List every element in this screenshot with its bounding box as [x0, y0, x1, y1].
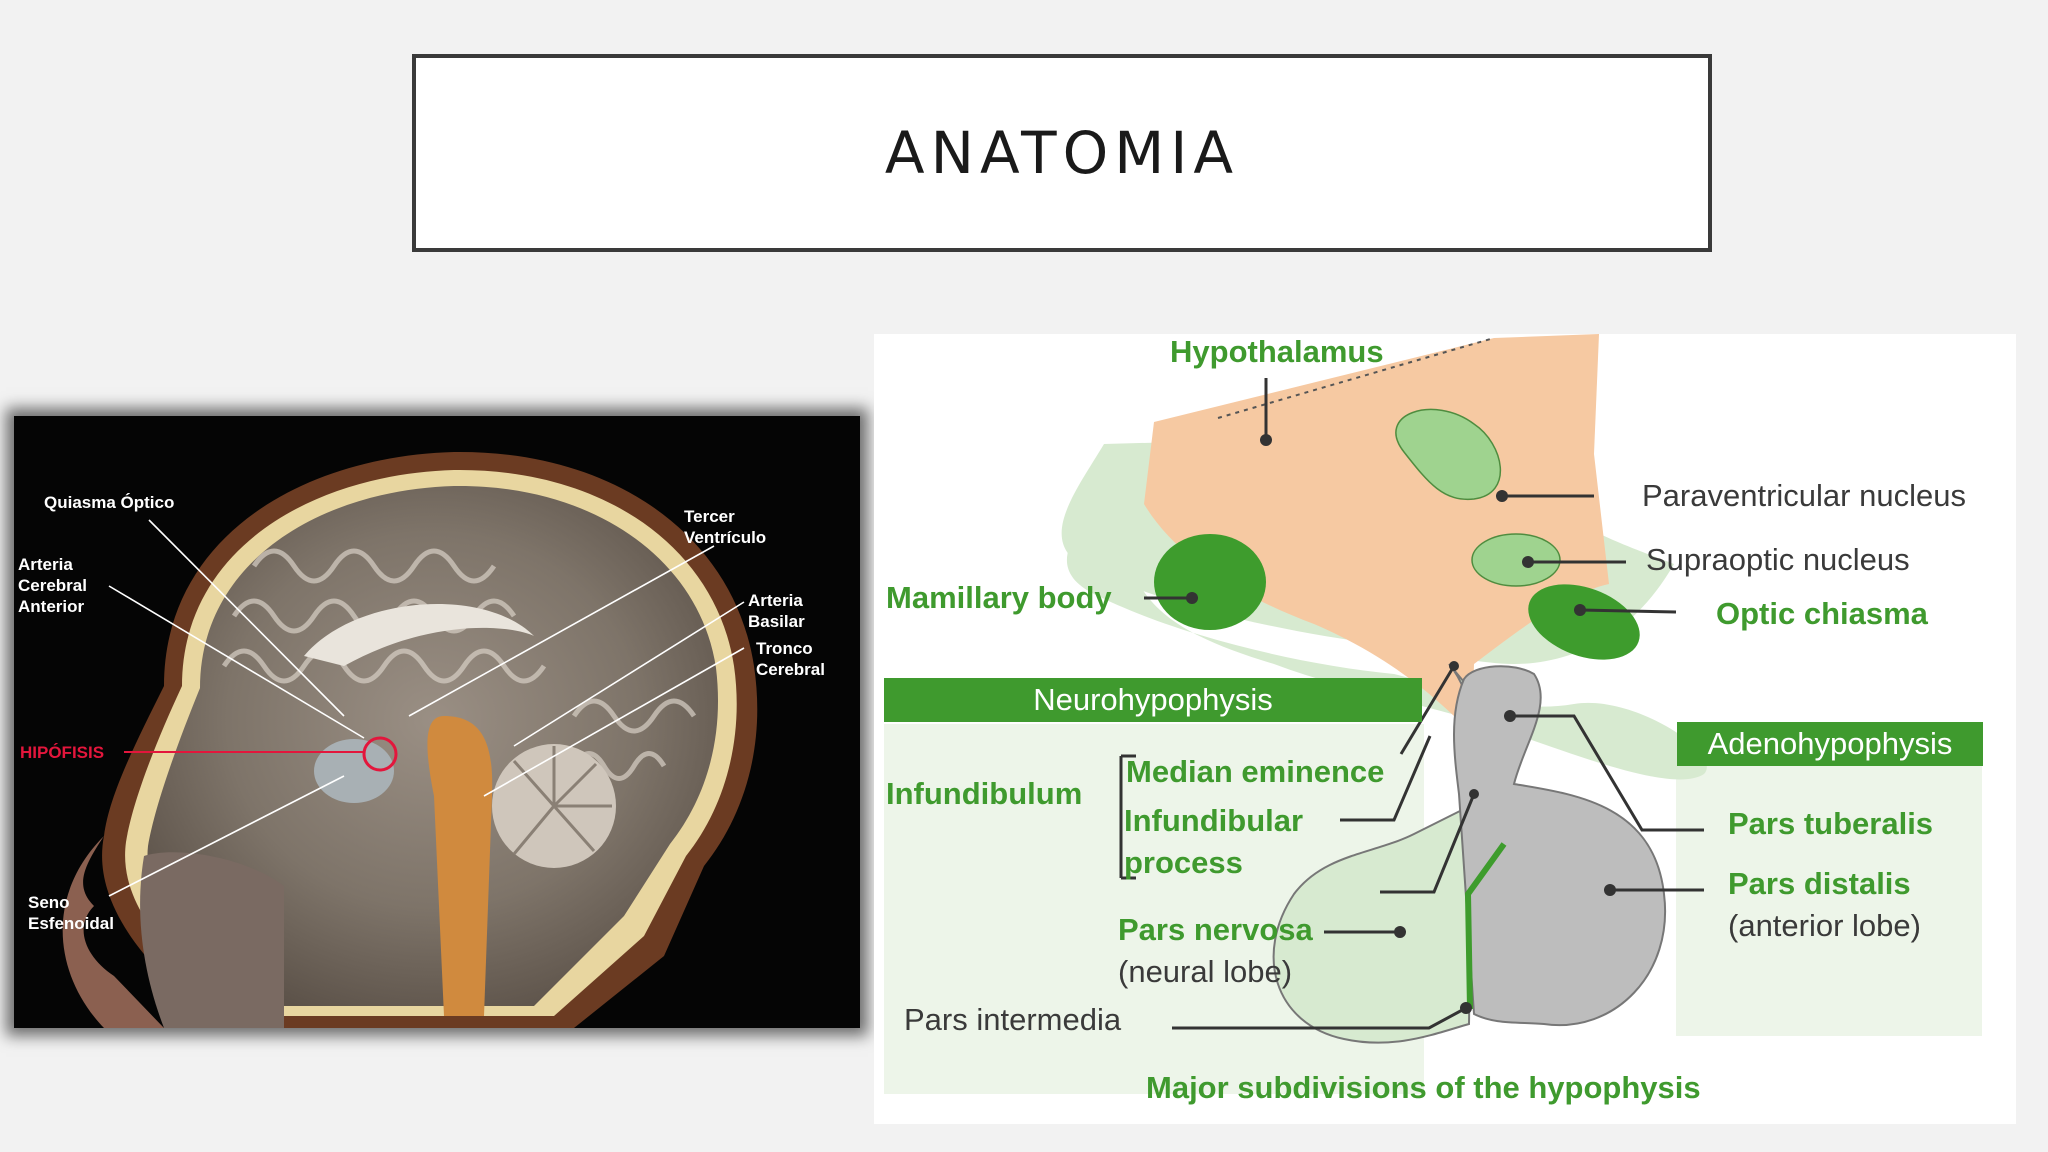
mri-label-tercer-ventriculo: Tercer Ventrículo: [684, 507, 767, 547]
mri-label-seno: Seno Esfenoidal: [28, 893, 114, 933]
label-neural-lobe: (neural lobe): [1118, 954, 1293, 989]
mri-illustration: [62, 451, 758, 1028]
label-infundibular-process: Infundibular process: [1124, 803, 1304, 880]
optic-chiasma-shape: [1528, 584, 1640, 660]
label-paraventricular: Paraventricular nucleus: [1642, 478, 1966, 513]
paraventricular-nucleus-shape: [1395, 408, 1501, 501]
diagram-leader-lines: [1119, 378, 1704, 1030]
hypophysis-illustration: [884, 334, 1982, 1094]
label-optic-chiasma: Optic chiasma: [1716, 596, 1928, 631]
label-pars-distalis: Pars distalis: [1728, 866, 1911, 901]
adenohypophysis-shape: [1453, 665, 1667, 1027]
label-supraoptic: Supraoptic nucleus: [1646, 542, 1910, 577]
mri-label-quiasma: Quiasma Óptico: [44, 493, 175, 512]
brainstem-shape: [427, 716, 493, 1016]
supraoptic-nucleus-shape: [1471, 533, 1561, 587]
label-anterior-lobe: (anterior lobe): [1728, 908, 1921, 943]
label-pars-intermedia: Pars intermedia: [904, 1002, 1122, 1037]
adenohypophysis-tint-box: [1676, 766, 1982, 1036]
label-median-eminence: Median eminence: [1126, 754, 1385, 789]
hipofisis-highlight-circle: [362, 736, 398, 772]
diagram-caption: Major subdivisions of the hypophysis: [1146, 1070, 1701, 1105]
mri-label-arteria-basilar: Arteria Basilar: [748, 591, 805, 631]
sinus-region-shape: [140, 852, 284, 1028]
hypophysis-diagram: Neurohypophysis Adenohypophysis Hypothal…: [874, 334, 2016, 1124]
adenohypophysis-band: Adenohypophysis: [1677, 722, 1983, 766]
hypothalamus-dotted-border: [1217, 337, 1495, 419]
label-pars-nervosa: Pars nervosa: [1118, 912, 1313, 947]
pars-intermedia-line: [1464, 842, 1507, 1010]
label-pars-tuberalis: Pars tuberalis: [1728, 806, 1934, 841]
diagram-leader-dots: [1186, 434, 1616, 1014]
neurohypophysis-band: Neurohypophysis: [884, 678, 1422, 722]
face-profile-shape: [62, 836, 164, 1028]
label-infundibulum: Infundibulum: [886, 776, 1083, 811]
corpus-callosum-shape: [304, 603, 534, 666]
label-hypothalamus: Hypothalamus: [1170, 334, 1384, 369]
mri-leader-lines: [108, 519, 745, 897]
sphenoid-sinus-shape: [314, 739, 394, 803]
mri-label-tronco: Tronco Cerebral: [756, 639, 825, 679]
hypothalamus-shape: [1144, 334, 1609, 734]
mri-label-arteria-cerebral: Arteria Cerebral Anterior: [18, 555, 87, 616]
mri-sagittal-image: Quiasma Óptico Arteria Cerebral Anterior…: [14, 416, 860, 1028]
mamillary-body-shape: [1154, 534, 1266, 630]
mri-label-hipofisis: HIPÓFISIS: [20, 743, 105, 762]
label-mamillary-body: Mamillary body: [886, 580, 1112, 615]
slide-title-box: ANATOMIA: [412, 54, 1712, 252]
slide-title: ANATOMIA: [884, 119, 1240, 187]
